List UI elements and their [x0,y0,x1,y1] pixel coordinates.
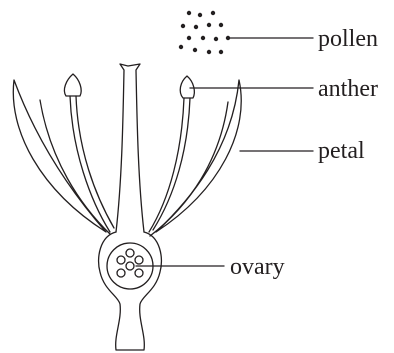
left-outer-petal [13,80,106,232]
ovary-label: ovary [230,254,285,280]
left-filament [70,96,114,232]
pollen-grains [179,11,230,54]
style-column [116,64,144,232]
anther-label: anther [318,76,378,102]
right-filament [149,98,190,232]
ovary-body [99,232,162,350]
petal-label: petal [318,138,365,164]
pollen-label: pollen [318,26,378,52]
right-anther [180,76,194,98]
ovules [117,249,143,277]
left-anther [64,74,81,96]
